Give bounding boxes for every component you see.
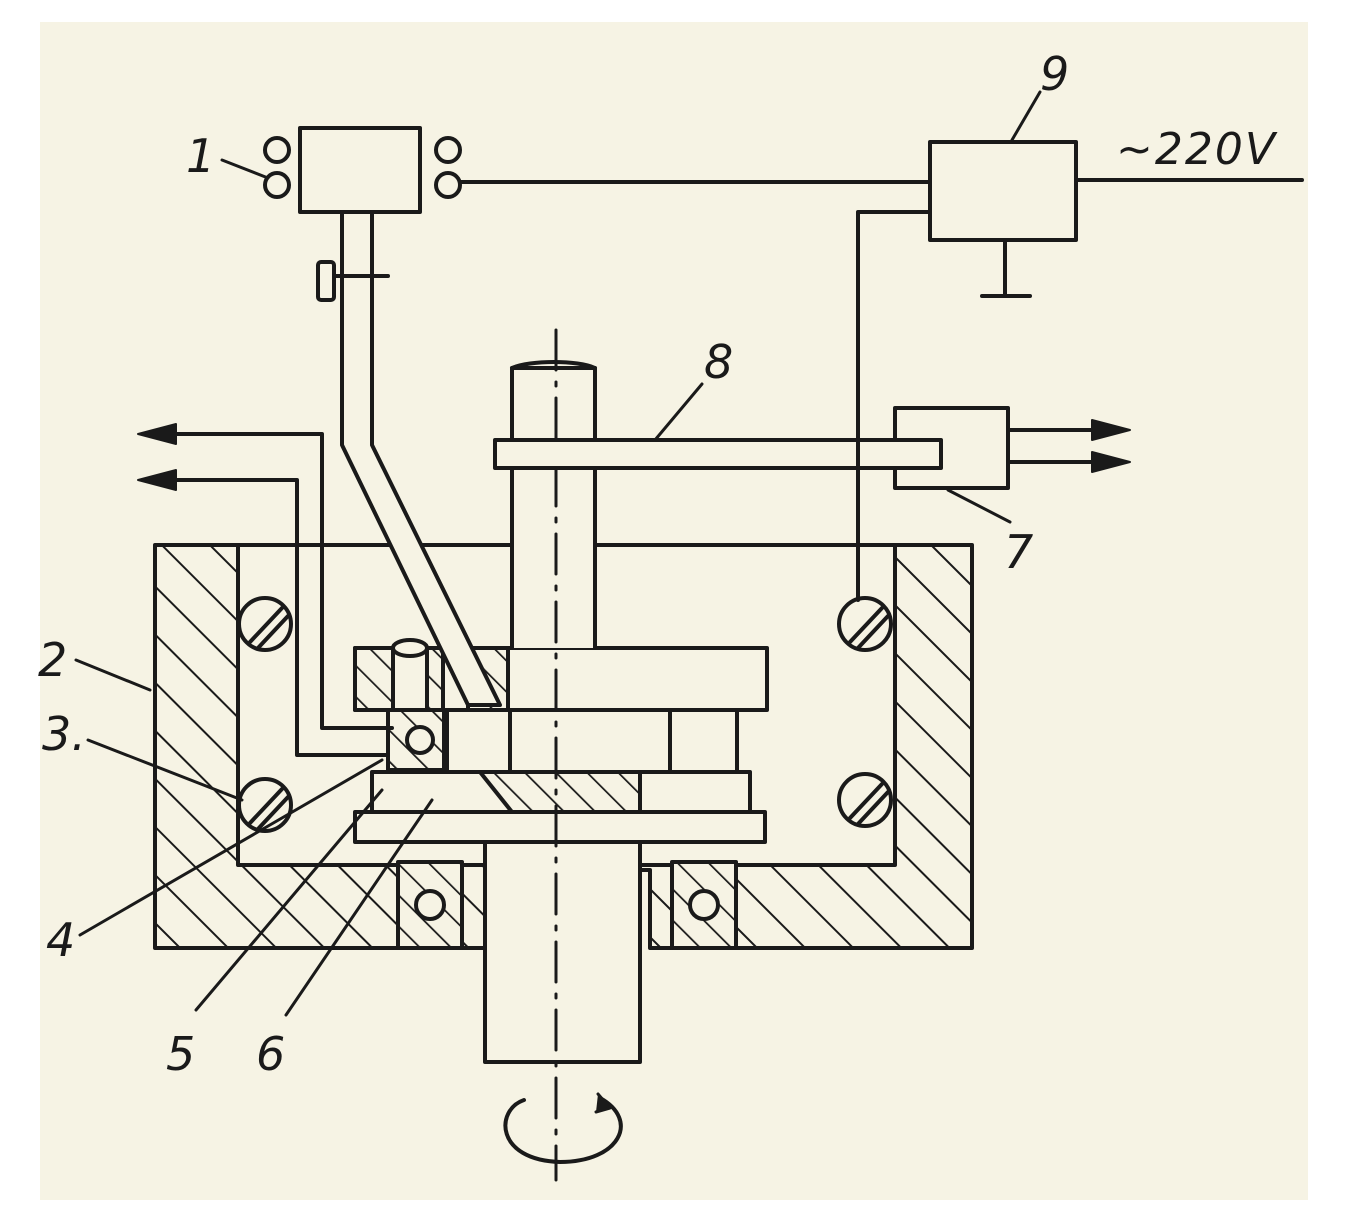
leader-4 [78, 758, 384, 937]
ground-symbol [980, 238, 1032, 298]
leader-2 [74, 658, 152, 692]
bottom-bearing-left [396, 860, 464, 950]
leader-3 [86, 738, 244, 802]
leader-8 [653, 382, 704, 442]
rotation-arrow [503, 1096, 623, 1164]
gas-line-inner [148, 478, 390, 757]
heating-element-top-right [837, 596, 893, 652]
sensor-head [893, 406, 1010, 490]
label-4: 4 [46, 913, 75, 967]
label-8: 8 [704, 335, 733, 389]
heater-wire [856, 210, 932, 602]
label-6: 6 [256, 1027, 285, 1081]
label-3: 3. [42, 707, 86, 761]
holder-block [445, 708, 739, 774]
upper-spindle [510, 366, 597, 650]
leader-9 [1010, 90, 1042, 142]
leader-1 [220, 158, 270, 180]
gas-line-outer [148, 432, 394, 730]
nozzle [386, 638, 446, 772]
leader-6 [284, 798, 434, 1017]
label-1: 1 [186, 129, 215, 183]
supply-voltage-label: ~220V [1116, 124, 1278, 175]
heating-element-bottom-right [837, 772, 893, 828]
heating-element-bottom-left [237, 777, 293, 833]
label-5: 5 [166, 1027, 195, 1081]
arm [493, 438, 943, 470]
label-2: 2 [38, 633, 67, 687]
label-7: 7 [1004, 525, 1033, 579]
instrument-box [298, 126, 422, 214]
heating-element-top-left [237, 596, 293, 652]
lower-platen [353, 810, 767, 844]
label-9: 9 [1040, 47, 1069, 101]
leader-7 [946, 488, 1012, 524]
lower-spindle [483, 840, 642, 1064]
probe-clamp [316, 260, 336, 302]
leader-5 [194, 788, 384, 1012]
controller-box [928, 140, 1078, 242]
bottom-bearing-right [670, 860, 738, 950]
